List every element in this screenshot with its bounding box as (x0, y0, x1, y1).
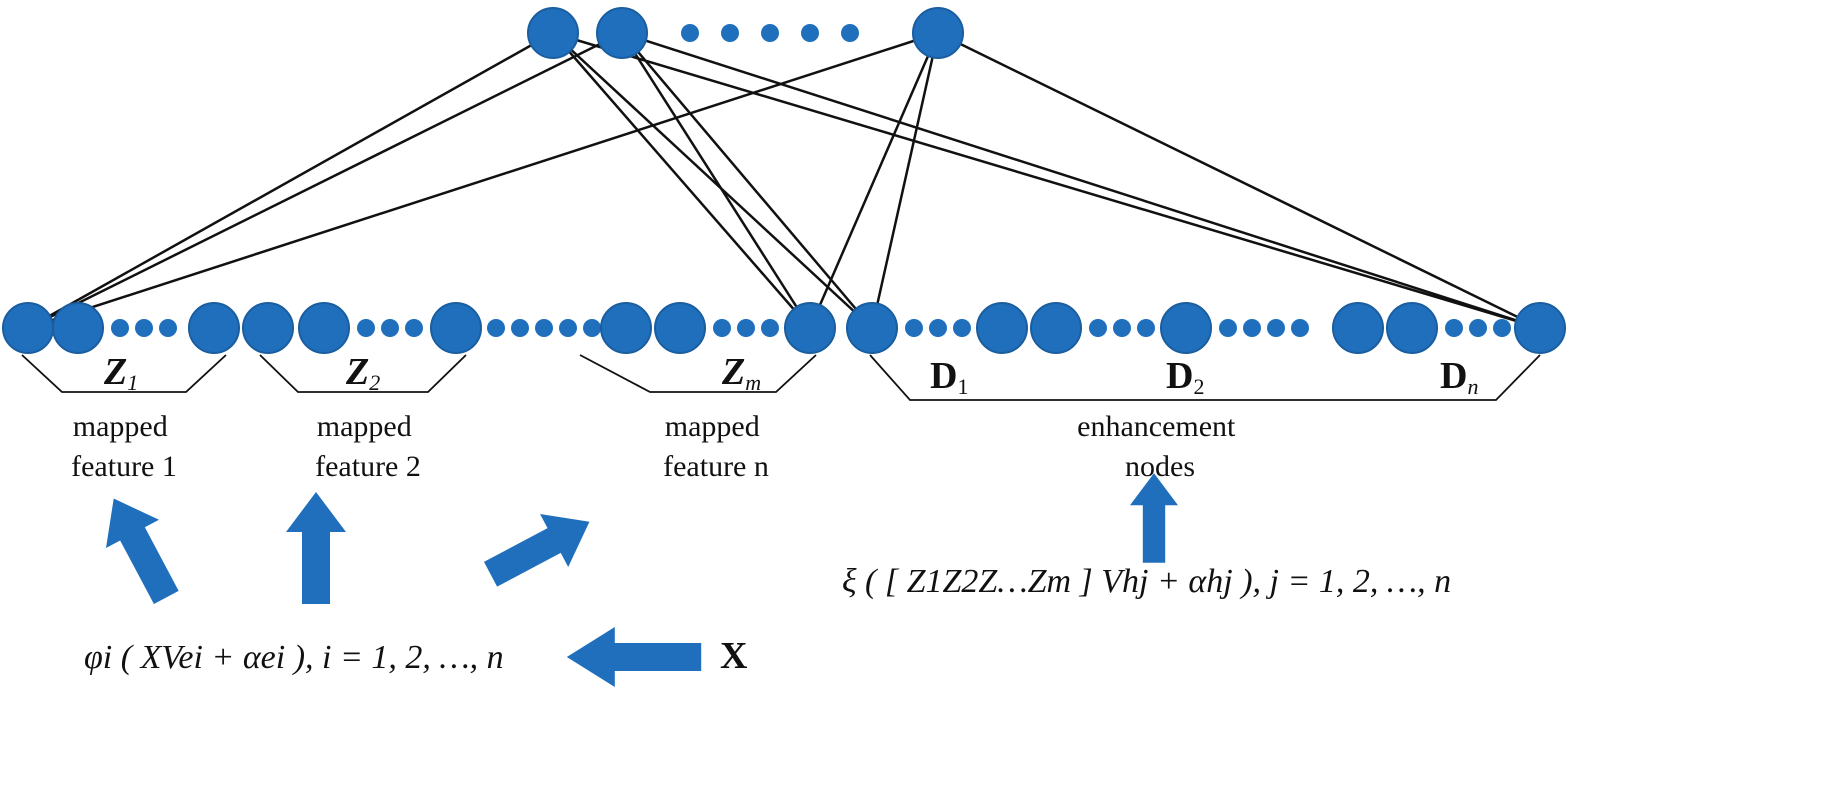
group-label-d1: D1 (930, 355, 968, 399)
feature-node (52, 302, 104, 354)
edge (27, 31, 939, 330)
ellipsis-dot (559, 319, 577, 337)
ellipsis-dot (953, 319, 971, 337)
ellipsis-dot (713, 319, 731, 337)
bracket-enhancement (869, 354, 1541, 401)
edge (808, 32, 940, 329)
ellipsis-dot (487, 319, 505, 337)
arrow-to-enhancement-icon (1130, 473, 1178, 563)
edge (552, 31, 1541, 330)
edge (27, 31, 554, 330)
edge (552, 32, 873, 329)
output-node (912, 7, 964, 59)
ellipsis-dot (1113, 319, 1131, 337)
ellipsis-dot (159, 319, 177, 337)
ellipsis-dot (1445, 319, 1463, 337)
mapping-formula: φi ( XVei + αei ), i = 1, 2, …, n (84, 639, 504, 676)
arrow-to-feature-1-icon (106, 498, 179, 605)
ellipsis-dot (1243, 319, 1261, 337)
ellipsis-dot (905, 319, 923, 337)
ellipsis-dot (841, 24, 859, 42)
edge (937, 31, 1541, 330)
enhancement-node (1386, 302, 1438, 354)
input-label: X (720, 635, 747, 677)
feature-node (188, 302, 240, 354)
caption-mapped-feature-1: mapped feature 1 (71, 410, 177, 483)
enhancement-node (976, 302, 1028, 354)
ellipsis-dot (681, 24, 699, 42)
enhancement-node (1030, 302, 1082, 354)
feature-node (784, 302, 836, 354)
group-label-z2: Z2 (345, 351, 380, 395)
feature-node (600, 302, 652, 354)
feature-node (430, 302, 482, 354)
enhancement-formula: ξ ( [ Z1Z2Z…Zm ] Vhj + αhj ), j = 1, 2, … (842, 563, 1451, 600)
enhancement-node (1160, 302, 1212, 354)
ellipsis-dot (511, 319, 529, 337)
ellipsis-dot (357, 319, 375, 337)
ellipsis-dot (111, 319, 129, 337)
enhancement-node (1514, 302, 1566, 354)
ellipsis-dot (737, 319, 755, 337)
edge (27, 31, 623, 330)
feature-node (298, 302, 350, 354)
group-label-dn: Dn (1440, 355, 1478, 399)
ellipsis-dot (761, 24, 779, 42)
edge (870, 32, 940, 329)
arrow-to-feature-n-icon (483, 514, 590, 587)
edge (621, 31, 1541, 330)
caption-mapped-feature-2: mapped feature 2 (315, 410, 421, 483)
caption-enhancement-nodes: enhancement nodes (1077, 410, 1243, 483)
ellipsis-dot (1469, 319, 1487, 337)
ellipsis-dot (1089, 319, 1107, 337)
ellipsis-dot (1493, 319, 1511, 337)
ellipsis-dot (535, 319, 553, 337)
ellipsis-dot (801, 24, 819, 42)
arrow-to-feature-2-icon (286, 492, 346, 604)
output-layer (527, 7, 964, 59)
edge (620, 32, 812, 329)
bracket-z2 (259, 354, 467, 393)
arrows (106, 473, 1178, 687)
ellipsis-dot (583, 319, 601, 337)
enhancement-node (1332, 302, 1384, 354)
feature-node (242, 302, 294, 354)
ellipsis-dot (135, 319, 153, 337)
bracket-z1 (21, 354, 227, 393)
group-label-z1: Z1 (103, 351, 138, 395)
ellipsis-dot (761, 319, 779, 337)
output-node (527, 7, 579, 59)
group-label-d2: D2 (1166, 355, 1204, 399)
bracket-zm (579, 354, 817, 393)
ellipsis-dot (1219, 319, 1237, 337)
ellipsis-dot (405, 319, 423, 337)
output-node (596, 7, 648, 59)
enhancement-node (846, 302, 898, 354)
feature-node (654, 302, 706, 354)
group-brackets (21, 354, 1541, 401)
ellipsis-dot (1291, 319, 1309, 337)
mapped-feature-layer (2, 302, 836, 354)
connection-lines (27, 31, 1541, 330)
ellipsis-dot (929, 319, 947, 337)
enhancement-layer (846, 302, 1566, 354)
ellipsis-dot (1137, 319, 1155, 337)
edge (552, 32, 811, 329)
ellipsis-dot (1267, 319, 1285, 337)
caption-mapped-feature-n: mapped feature n (663, 410, 769, 483)
ellipsis-dot (721, 24, 739, 42)
group-label-zm: Zm (721, 351, 761, 395)
feature-node (2, 302, 54, 354)
ellipsis-dot (381, 319, 399, 337)
arrow-from-input-icon (566, 627, 702, 687)
edge (621, 32, 873, 329)
